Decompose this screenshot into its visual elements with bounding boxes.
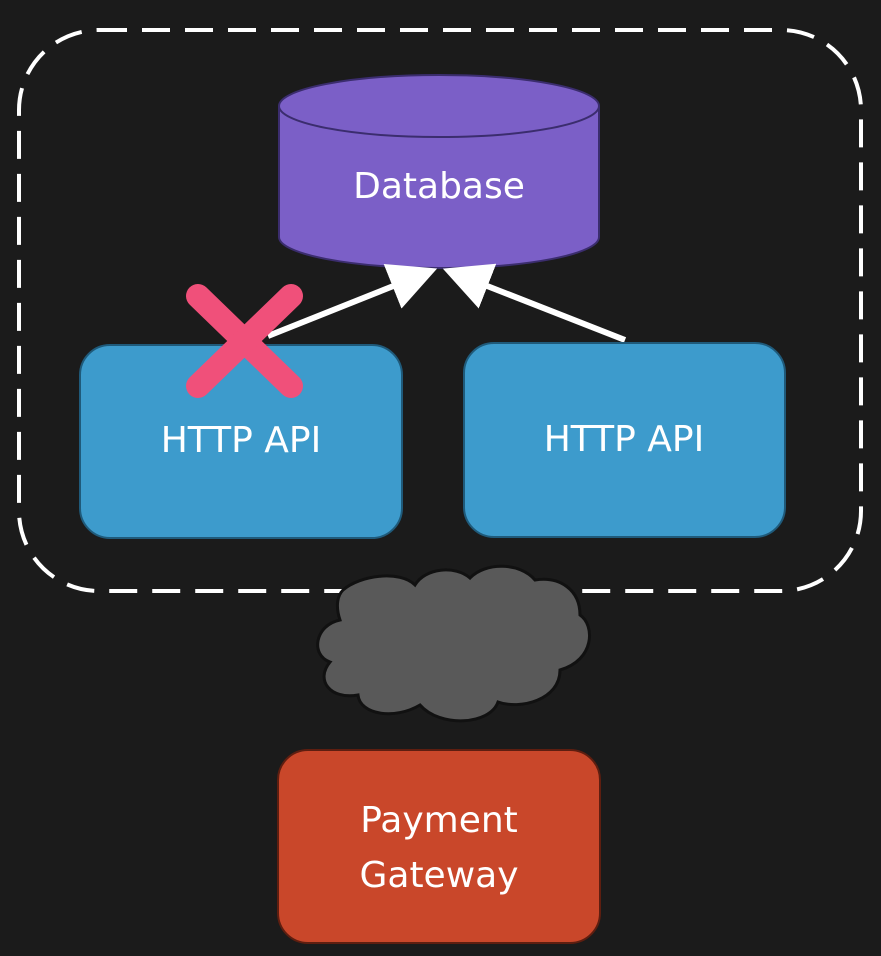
http-api-left-node: HTTP API bbox=[79, 344, 403, 539]
http-api-right-label: HTTP API bbox=[544, 419, 705, 460]
network-cloud-icon bbox=[316, 564, 592, 723]
database-node: Database bbox=[278, 74, 600, 269]
http-api-left-label: HTTP API bbox=[161, 420, 322, 461]
payment-gateway-label-line2: Gateway bbox=[359, 855, 518, 896]
arrow-api-left-to-database bbox=[266, 264, 438, 339]
arrow-api-right-to-database bbox=[442, 263, 627, 343]
service-boundary bbox=[17, 28, 863, 593]
http-api-right-node: HTTP API bbox=[463, 342, 786, 538]
database-label: Database bbox=[353, 166, 525, 207]
payment-gateway-label-line1: Payment bbox=[360, 800, 518, 841]
failure-x-icon bbox=[186, 284, 303, 398]
payment-gateway-node: Payment Gateway bbox=[277, 749, 601, 944]
